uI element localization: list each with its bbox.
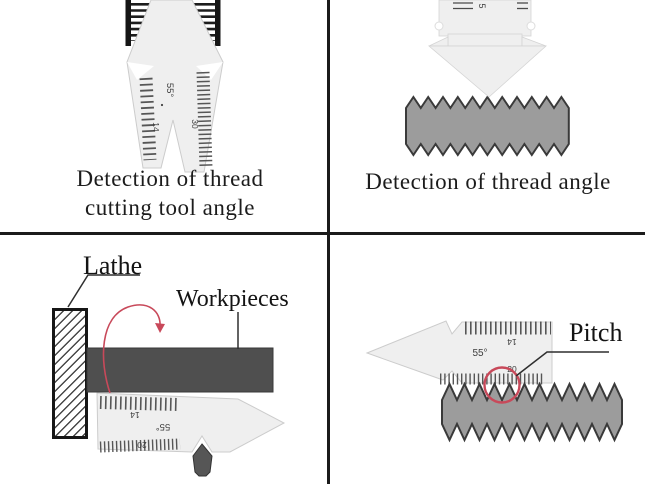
right-scale-ticks bbox=[196, 71, 213, 169]
caption-top-right: Detection of thread angle bbox=[365, 169, 611, 194]
lathe-leader-line bbox=[67, 274, 140, 308]
pitch-measurement-drawing: 14 55° 20 bbox=[365, 320, 623, 443]
gauge-scale-label: 5 bbox=[477, 3, 487, 8]
caption-top-left-line1: Detection of thread bbox=[76, 166, 264, 191]
gauge-left-scale-label: 14 bbox=[151, 122, 161, 132]
horizontal-divider bbox=[0, 232, 645, 235]
gauge-angle-label: 55° bbox=[164, 83, 175, 98]
panel-bottom-right: 14 55° 20 Pitch bbox=[331, 236, 645, 484]
gauge-lower-scale-label: 20 bbox=[507, 364, 517, 374]
side-notch bbox=[196, 62, 223, 80]
center-gauge: 14 55° 20 bbox=[96, 392, 286, 453]
thread-cutting-tool-drawing: 55° 14 30 bbox=[125, 0, 224, 173]
gauge-angle-label: 55° bbox=[156, 421, 171, 432]
angle-dot bbox=[160, 103, 164, 107]
gauge-right-scale-label: 30 bbox=[190, 119, 200, 129]
lower-scale-ticks bbox=[99, 438, 181, 453]
gauge-lower-scale-label: 20 bbox=[137, 440, 147, 450]
threaded-workpiece bbox=[441, 381, 623, 443]
side-notch bbox=[526, 21, 536, 31]
cutting-tool-bit bbox=[192, 443, 213, 477]
workpiece-bar bbox=[86, 347, 274, 393]
side-notch bbox=[127, 62, 154, 80]
gauge-upper-scale-label: 14 bbox=[507, 337, 517, 347]
pitch-leader-line bbox=[515, 351, 609, 377]
side-notch bbox=[434, 21, 444, 31]
threaded-workpiece bbox=[404, 95, 570, 157]
center-gauge: 14 55° 20 bbox=[365, 320, 553, 385]
caption-top-left-line2: cutting tool angle bbox=[85, 195, 255, 220]
rotation-arrowhead bbox=[155, 323, 165, 333]
scale-ticks bbox=[453, 2, 528, 10]
center-gauge: 5 bbox=[427, 0, 548, 98]
gauge-angle-label: 55° bbox=[472, 348, 487, 359]
lathe-setup-drawing: 14 55° 20 bbox=[67, 274, 286, 477]
center-gauge: 55° 14 30 bbox=[126, 0, 224, 173]
pitch-highlight-circle bbox=[483, 366, 521, 404]
lathe-chuck bbox=[52, 308, 88, 439]
thread-angle-drawing: 5 bbox=[404, 0, 570, 157]
panel-top-right: 5 Detection of thread angle bbox=[331, 0, 645, 233]
panel-top-left: 55° 14 30 Detection of thread cutting to… bbox=[0, 0, 328, 233]
vertical-divider bbox=[327, 0, 330, 484]
workpieces-label: Workpieces bbox=[176, 286, 289, 312]
upper-scale-ticks bbox=[99, 396, 179, 411]
rotation-arrow bbox=[102, 304, 165, 394]
panel-bottom-left: 14 55° 20 Lathe Workpieces bbox=[0, 236, 328, 484]
left-scale-ticks bbox=[139, 77, 157, 161]
lathe-label: Lathe bbox=[83, 251, 143, 280]
gauge-upper-scale-label: 14 bbox=[130, 410, 140, 420]
pitch-label: Pitch bbox=[569, 318, 623, 347]
